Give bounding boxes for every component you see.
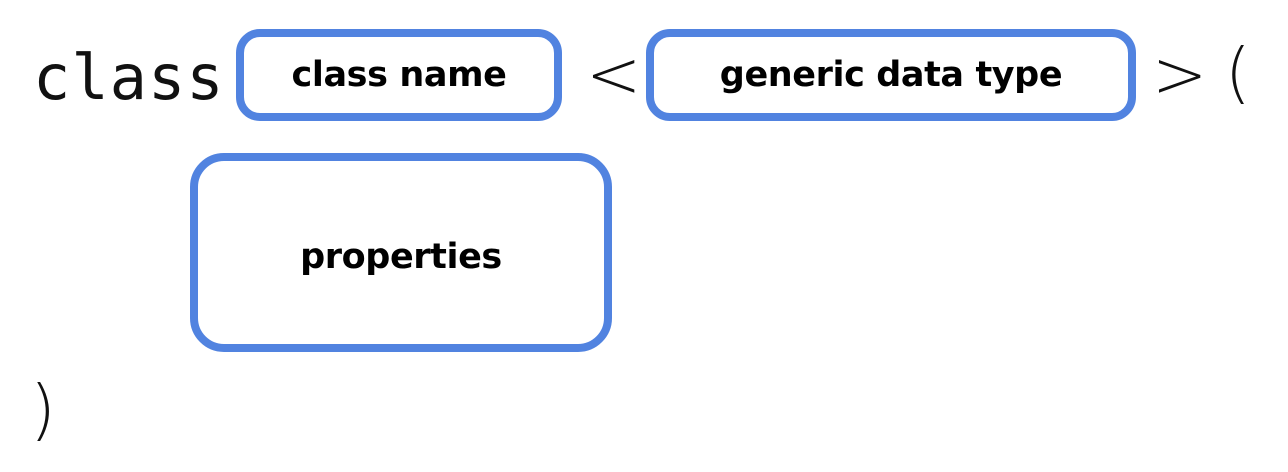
- parenthesis-open: (: [1225, 34, 1251, 111]
- keyword-class: class: [33, 41, 225, 114]
- angle-bracket-open: <: [586, 36, 642, 113]
- slot-class-name[interactable]: class name: [236, 29, 562, 121]
- slot-generic-data-type-label: generic data type: [719, 54, 1063, 95]
- slot-properties[interactable]: properties: [190, 153, 612, 352]
- slot-properties-label: properties: [300, 237, 502, 277]
- parenthesis-close: ): [30, 371, 56, 448]
- angle-bracket-close: >: [1152, 36, 1208, 113]
- slot-class-name-label: class name: [291, 54, 507, 95]
- slot-generic-data-type[interactable]: generic data type: [646, 29, 1136, 121]
